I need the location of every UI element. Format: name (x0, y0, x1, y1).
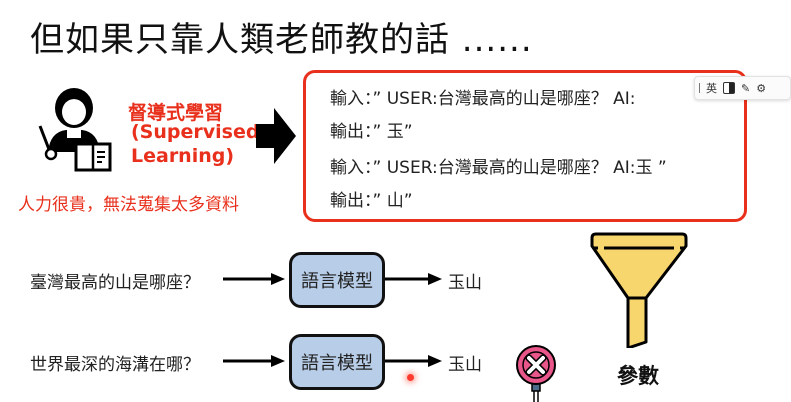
example-line: 輸入：” USER:台灣最高的山是哪座？ AI:玉 ” (330, 158, 667, 178)
supervised-title: 督導式學習 (128, 102, 224, 124)
language-model-box: 語言模型 (289, 252, 385, 308)
pointer-dot (407, 374, 414, 381)
arrow-icon (382, 355, 442, 367)
contrast-icon[interactable] (723, 82, 735, 94)
gear-icon[interactable]: ⚙ (756, 81, 767, 95)
example-line: 輸出：” 山” (330, 191, 413, 211)
arrow-icon (382, 273, 442, 285)
slide-title: 但如果只靠人類老師教的話 ...... (30, 20, 533, 60)
arrow-icon (223, 273, 285, 285)
examples-box (303, 70, 747, 222)
funnel-icon (590, 232, 688, 348)
language-model-box: 語言模型 (289, 334, 385, 390)
question-2: 世界最深的海溝在哪？ (30, 355, 200, 375)
ime-toolbar[interactable]: 英 ✎ ⚙ (694, 76, 791, 100)
wrong-sign-icon (516, 345, 556, 402)
question-1: 臺灣最高的山是哪座？ (30, 273, 200, 293)
answer-1: 玉山 (448, 273, 482, 293)
supervised-en-2: Learning) (131, 145, 235, 167)
supervised-en-1: (Supervised (131, 121, 260, 143)
example-line: 輸出：” 玉” (330, 122, 413, 142)
teacher-icon (38, 88, 112, 172)
answer-2: 玉山 (448, 355, 482, 375)
ime-mode-button[interactable]: 英 (706, 82, 717, 95)
right-arrow-icon (256, 108, 296, 164)
example-line: 輸入：” USER:台灣最高的山是哪座？ AI: (330, 89, 636, 109)
pen-icon[interactable]: ✎ (741, 81, 751, 95)
divider-icon (699, 83, 700, 93)
cost-note: 人力很貴，無法蒐集太多資料 (18, 195, 239, 215)
arrow-icon (223, 355, 285, 367)
parameters-label: 參數 (617, 364, 659, 388)
